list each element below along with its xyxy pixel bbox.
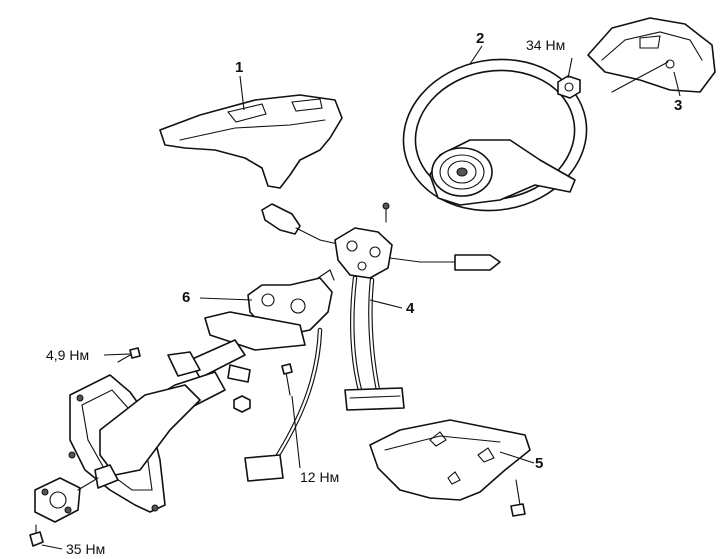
- part-number-2: 2: [476, 30, 484, 47]
- bolt-lower-cover: [510, 479, 526, 517]
- airbag-nut: [557, 75, 581, 99]
- torque-label-bolt-universal-joint: 35 Нм: [66, 541, 105, 557]
- ignition-lock: [204, 269, 335, 482]
- part-number-1: 1: [235, 59, 243, 76]
- steering-wheel: [402, 58, 588, 212]
- lower-column-cover: [369, 419, 531, 501]
- nut-lower: [233, 395, 251, 413]
- part-number-6: 6: [182, 289, 190, 306]
- universal-joint: [34, 464, 119, 523]
- leader-lines: [41, 45, 681, 550]
- torque-label-bolt-switch-bracket: 12 Нм: [300, 469, 339, 485]
- bolt-upper-left: [117, 347, 141, 363]
- bolt-switch-bracket: [281, 363, 293, 396]
- bolt-universal-joint: [29, 524, 44, 547]
- combination-switch: [261, 202, 501, 411]
- upper-column-cover: [159, 94, 343, 189]
- column-boot-flange: [68, 374, 201, 513]
- part-number-5: 5: [535, 455, 543, 472]
- part-number-4: 4: [406, 300, 415, 317]
- torque-label-bolt-upper-left: 4,9 Нм: [46, 347, 89, 363]
- horn-pad: [587, 17, 716, 93]
- torque-label-nut-airbag: 34 Нм: [526, 37, 565, 53]
- part-number-3: 3: [674, 97, 682, 114]
